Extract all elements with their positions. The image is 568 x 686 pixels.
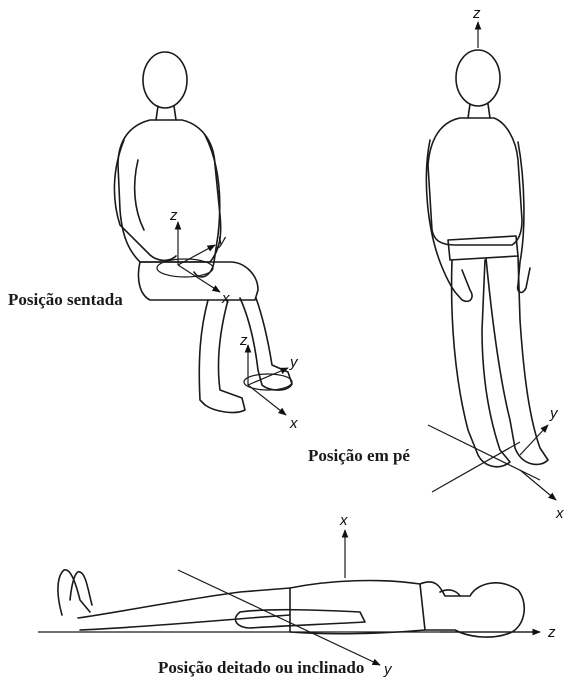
standing-y-label: y (549, 405, 559, 422)
lying-x-label: x (339, 512, 348, 529)
seated-hip-z-label: z (169, 207, 178, 224)
lying-z-label: z (547, 624, 556, 641)
standing-position-label: Posição em pé (308, 446, 410, 466)
standing-x-label: x (555, 505, 564, 522)
seated-feet-y-label: y (289, 354, 299, 371)
standing-axes: z y x (428, 5, 564, 522)
seated-hip-y-label: y (217, 232, 227, 249)
seated-feet-z-label: z (239, 332, 248, 349)
lying-figure (38, 570, 540, 637)
standing-z-label: z (472, 5, 481, 22)
seated-figure (114, 52, 292, 412)
seated-position-label: Posição sentada (8, 290, 123, 310)
lying-axes: x y z (178, 512, 556, 678)
seated-feet-x-label: x (289, 415, 298, 432)
lying-position-label: Posição deitado ou inclinado (158, 658, 364, 678)
standing-figure (426, 50, 548, 467)
lying-y-label: y (383, 661, 393, 678)
seated-hip-x-label: x (221, 290, 230, 307)
